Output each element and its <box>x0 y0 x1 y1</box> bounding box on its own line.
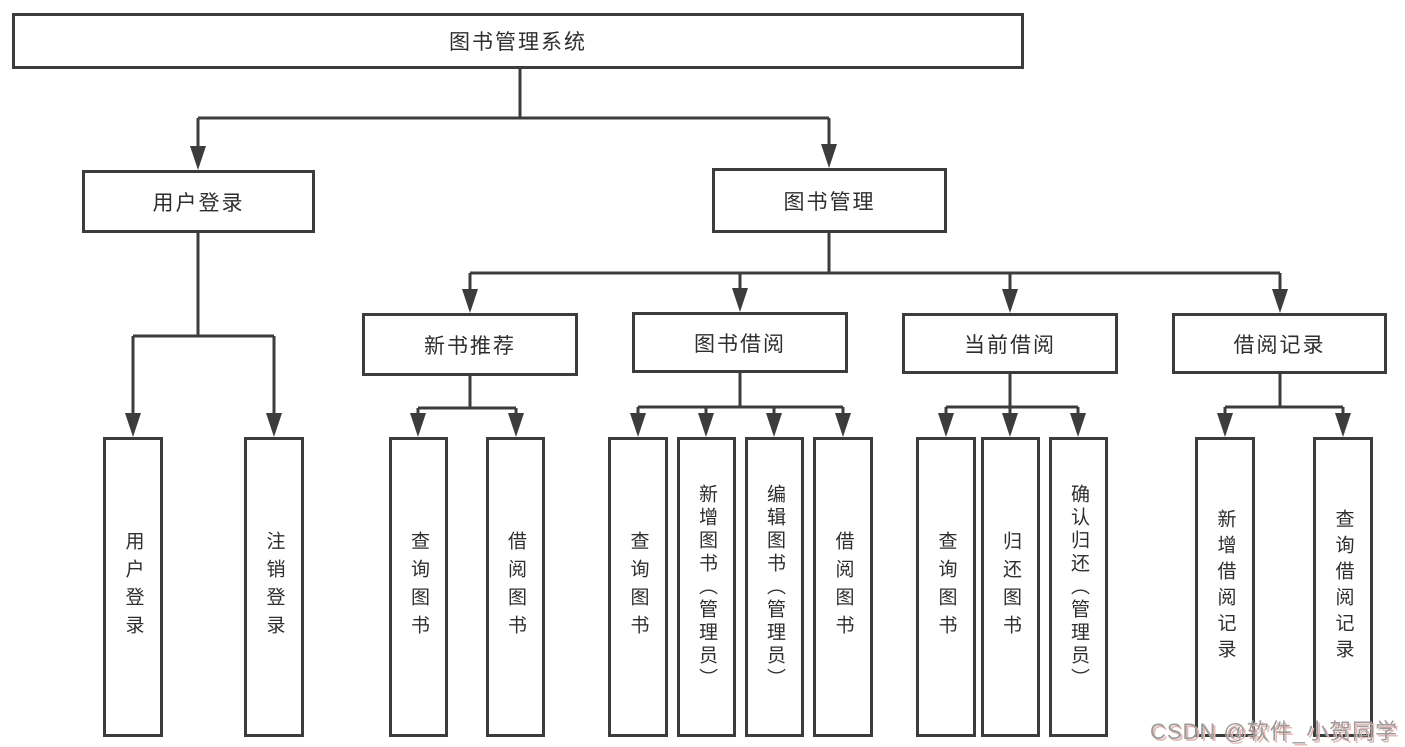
node-leaf-borrow-books: 借阅图书 <box>813 437 873 737</box>
node-root-label: 图书管理系统 <box>449 31 587 54</box>
arrowhead <box>125 413 141 437</box>
arrowhead <box>1335 413 1351 437</box>
arrowhead <box>1070 413 1086 437</box>
arrowhead <box>410 413 426 437</box>
node-leaf-label: 归还图书 <box>1000 531 1021 643</box>
node-leaf-confirm-return-admin: 确认归还（管理员） <box>1049 437 1108 737</box>
arrowhead <box>821 144 837 168</box>
arrowhead <box>1002 289 1018 313</box>
arrowhead <box>266 413 282 437</box>
node-module-borrow-records: 借阅记录 <box>1172 313 1387 374</box>
arrowhead <box>630 413 646 437</box>
tree-edges <box>131 69 1345 433</box>
node-leaf-label: 查询图书 <box>935 531 957 643</box>
node-leaf-add-books-admin: 新增图书（管理员） <box>677 437 736 737</box>
node-leaf-label: 新增图书（管理员） <box>696 483 717 691</box>
arrowhead <box>1002 413 1018 437</box>
node-branch-book-management: 图书管理 <box>712 168 947 233</box>
arrowhead <box>732 288 748 312</box>
node-leaf-query-books-current: 查询图书 <box>916 437 976 737</box>
node-module-book-borrow: 图书借阅 <box>632 312 848 373</box>
node-module-new-book-recommend: 新书推荐 <box>362 313 578 376</box>
node-leaf-return-books: 归还图书 <box>981 437 1040 737</box>
node-leaf-label: 查询图书 <box>408 531 429 643</box>
arrowhead <box>766 413 782 437</box>
node-module-label: 当前借阅 <box>964 333 1056 357</box>
node-branch-label: 用户登录 <box>152 191 245 215</box>
arrowheads <box>125 144 1351 437</box>
node-leaf-logout: 注销登录 <box>244 437 304 737</box>
node-leaf-label: 借阅图书 <box>505 531 526 643</box>
node-branch-label: 图书管理 <box>783 190 876 214</box>
node-leaf-query-books-recommend: 查询图书 <box>389 437 448 737</box>
node-leaf-label: 查询借阅记录 <box>1332 509 1354 665</box>
arrowhead <box>508 413 524 437</box>
node-leaf-label: 查询图书 <box>627 531 649 643</box>
arrowhead <box>462 289 478 313</box>
node-leaf-user-login: 用户登录 <box>103 437 163 737</box>
node-leaf-label: 新增借阅记录 <box>1214 509 1236 665</box>
node-module-label: 图书借阅 <box>694 332 786 356</box>
node-leaf-label: 确认归还（管理员） <box>1068 483 1089 691</box>
node-leaf-query-books-borrow: 查询图书 <box>608 437 668 737</box>
node-leaf-label: 编辑图书（管理员） <box>764 483 785 691</box>
arrowhead <box>835 413 851 437</box>
node-leaf-query-borrow-record: 查询借阅记录 <box>1313 437 1373 737</box>
node-module-label: 借阅记录 <box>1233 333 1326 357</box>
node-branch-user-login: 用户登录 <box>82 170 315 233</box>
node-module-label: 新书推荐 <box>424 334 516 358</box>
node-leaf-borrow-books-recommend: 借阅图书 <box>486 437 545 737</box>
arrowhead <box>1272 289 1288 313</box>
arrowhead <box>938 413 954 437</box>
node-leaf-edit-books-admin: 编辑图书（管理员） <box>745 437 804 737</box>
node-leaf-label: 注销登录 <box>263 531 285 643</box>
arrowhead <box>1217 413 1233 437</box>
node-leaf-label: 借阅图书 <box>832 531 854 643</box>
node-leaf-add-borrow-record: 新增借阅记录 <box>1195 437 1255 737</box>
node-module-current-borrow: 当前借阅 <box>902 313 1118 374</box>
node-root-system: 图书管理系统 <box>12 13 1024 69</box>
node-leaf-label: 用户登录 <box>122 531 144 643</box>
arrowhead <box>698 413 714 437</box>
arrowhead <box>190 146 206 170</box>
